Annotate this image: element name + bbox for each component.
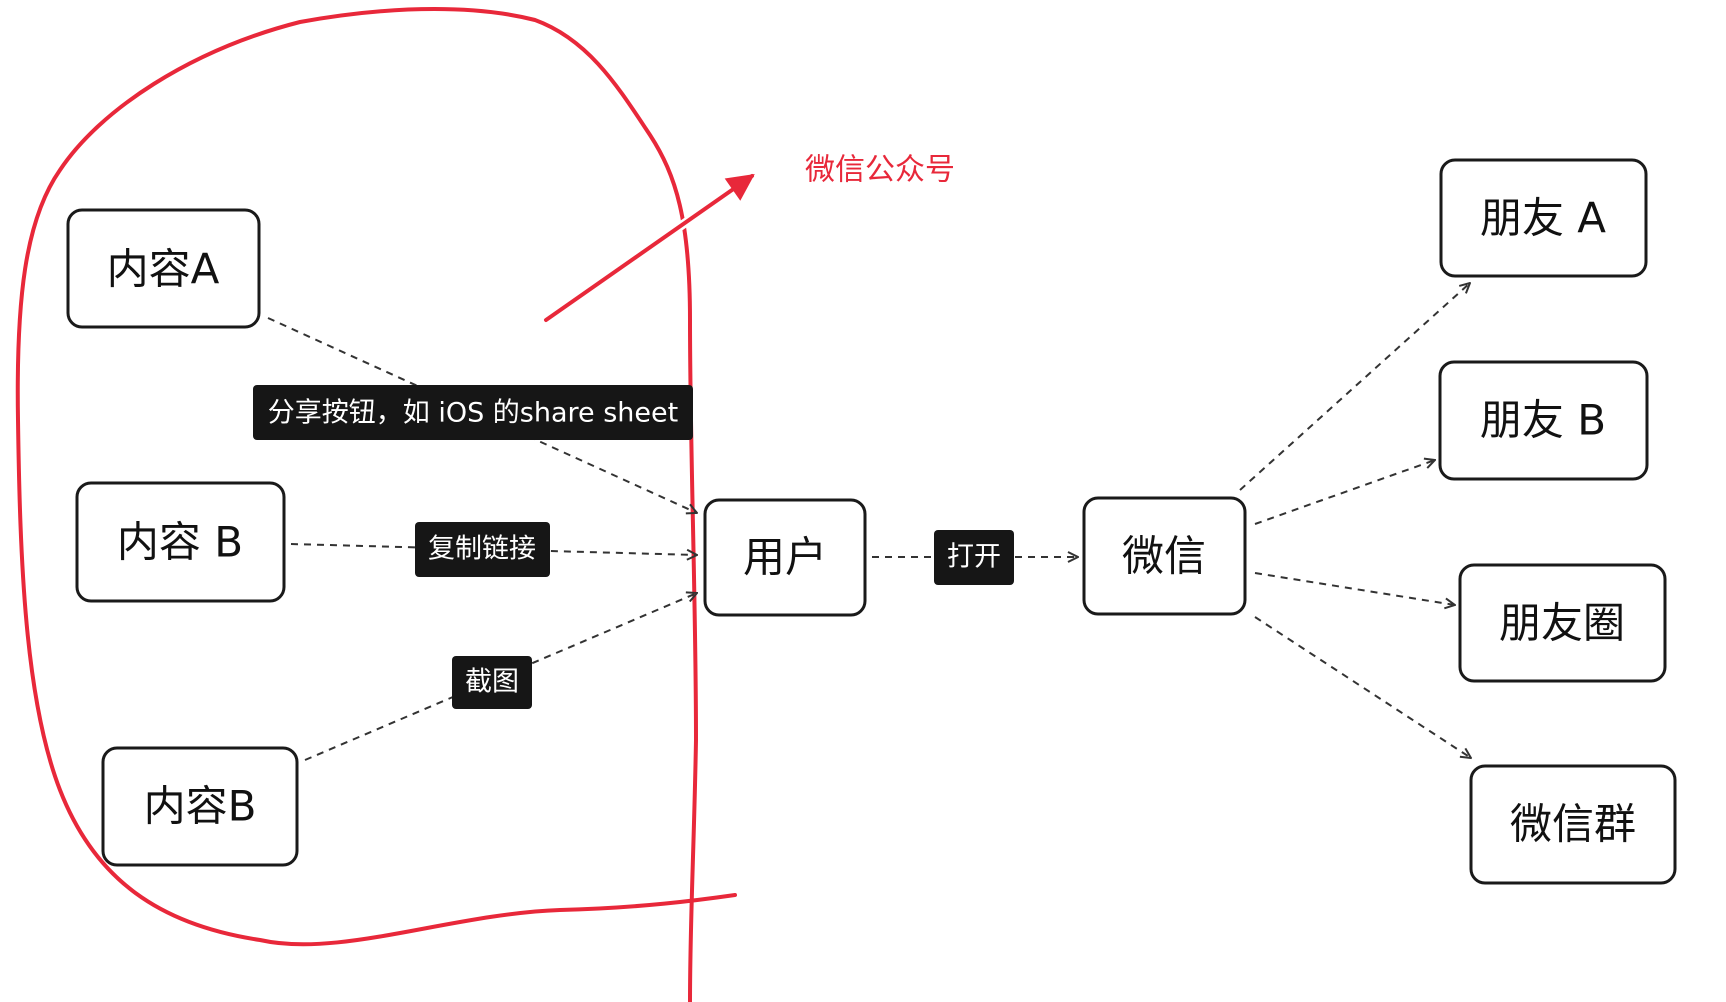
node-content-b-bottom-label: 内容B bbox=[144, 782, 257, 831]
edge-content-b-to-user bbox=[290, 543, 697, 555]
node-friend-b[interactable]: 朋友 B bbox=[1438, 360, 1649, 481]
edges bbox=[267, 283, 1471, 761]
node-content-b-top[interactable]: 内容 B bbox=[75, 481, 286, 603]
node-content-a[interactable]: 内容A bbox=[66, 208, 261, 329]
annotation-wechat-official-account: 微信公众号 bbox=[805, 153, 955, 188]
node-friend-b-label: 朋友 B bbox=[1480, 396, 1606, 445]
edge-wechat-to-friend-a bbox=[1239, 283, 1470, 491]
node-content-b-top-label: 内容 B bbox=[117, 518, 243, 567]
edge-wechat-to-group bbox=[1254, 616, 1471, 758]
red-arrow-line bbox=[544, 174, 755, 322]
node-user-label: 用户 bbox=[743, 533, 827, 582]
red-annotation-loop bbox=[13, 4, 740, 1002]
node-moments-label: 朋友圈 bbox=[1499, 599, 1625, 648]
node-wechat-label: 微信 bbox=[1122, 532, 1206, 581]
node-content-a-label: 内容A bbox=[107, 245, 220, 294]
edge-label-copy-link: 复制链接 bbox=[415, 522, 550, 577]
edge-label-screenshot-text: 截图 bbox=[465, 667, 519, 698]
node-friend-a-label: 朋友 A bbox=[1480, 194, 1606, 243]
node-content-b-bottom[interactable]: 内容B bbox=[101, 746, 299, 867]
node-moments[interactable]: 朋友圈 bbox=[1458, 563, 1667, 683]
node-user[interactable]: 用户 bbox=[703, 498, 867, 617]
edge-label-open: 打开 bbox=[934, 530, 1014, 585]
edge-wechat-to-friend-b bbox=[1254, 460, 1435, 525]
node-wechat[interactable]: 微信 bbox=[1082, 496, 1247, 616]
red-loop-stroke bbox=[15, 7, 737, 1002]
node-wechat-group-label: 微信群 bbox=[1510, 800, 1636, 849]
edge-label-copy-link-text: 复制链接 bbox=[428, 534, 536, 565]
edge-wechat-to-moments bbox=[1254, 572, 1455, 605]
red-annotation-arrow bbox=[541, 167, 763, 325]
node-friend-a[interactable]: 朋友 A bbox=[1439, 158, 1648, 278]
node-wechat-group[interactable]: 微信群 bbox=[1469, 764, 1677, 885]
edge-label-share-button: 分享按钮，如 iOS 的share sheet bbox=[253, 385, 693, 440]
edge-label-share-button-text: 分享按钮，如 iOS 的share sheet bbox=[268, 398, 678, 429]
edge-label-screenshot: 截图 bbox=[452, 656, 532, 709]
edge-label-open-text: 打开 bbox=[947, 542, 1001, 573]
